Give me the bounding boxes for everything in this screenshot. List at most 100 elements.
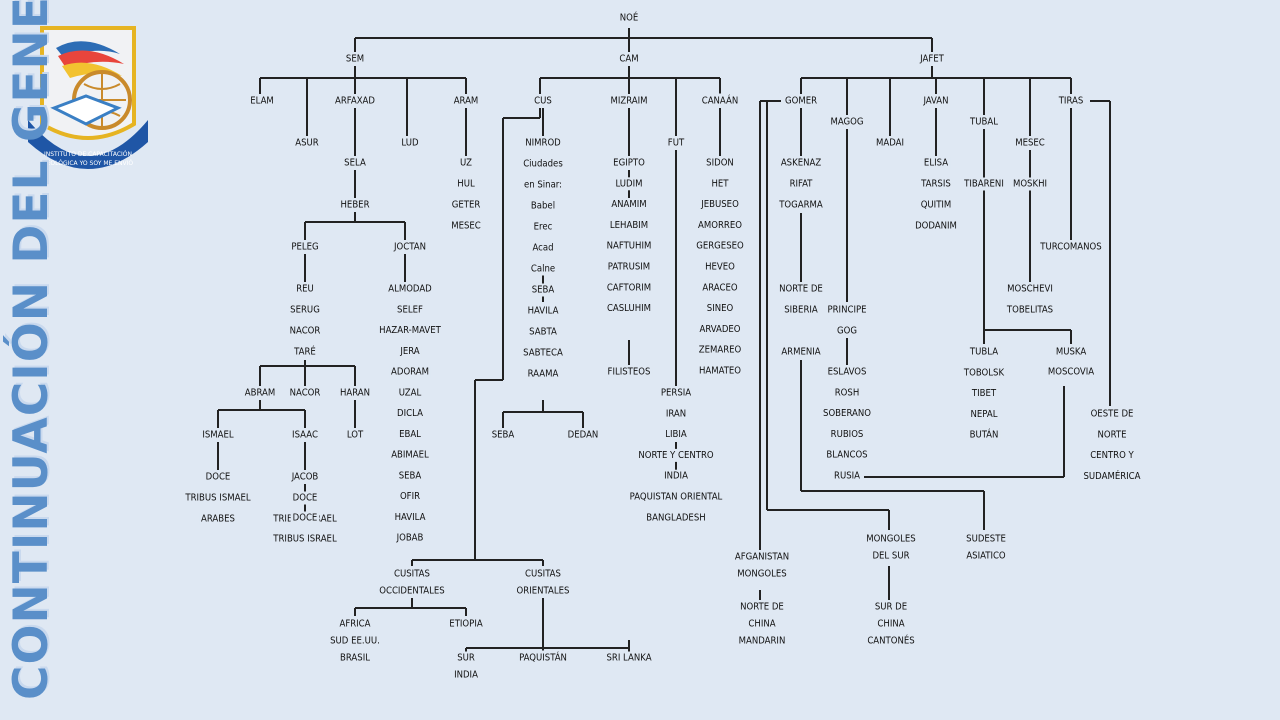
tree-node-label: TIBARENI [963, 179, 1004, 190]
label-bg [377, 324, 444, 337]
tree-node-label: SIBERIA [784, 305, 818, 316]
label-bg [290, 511, 320, 525]
label-bg [663, 428, 689, 442]
label-bg [613, 177, 645, 191]
label-bg [604, 239, 654, 253]
label-bg [489, 428, 517, 442]
label-bg [662, 469, 691, 483]
label-bg [288, 470, 321, 484]
tree-node-label: HET [711, 178, 729, 189]
label-bg [397, 490, 423, 503]
tree-node-label: Ciudades [523, 159, 563, 170]
label-bg [337, 386, 373, 400]
label-bg [874, 136, 906, 150]
label-bg [337, 617, 373, 631]
tree-node-label: PERSIA [661, 388, 691, 399]
tree-node-label: ELISA [924, 158, 948, 169]
tree-node-label: TUBAL [969, 117, 998, 128]
institute-logo: INSTITUTO DE CAPACITACIÓN TEOLÓGICA YO S… [24, 24, 152, 180]
label-bg [377, 584, 447, 598]
tree-node-label: JEBUSEO [700, 199, 739, 210]
label-bg [696, 343, 744, 357]
tree-node-label: HAVILA [528, 306, 559, 317]
label-bg [605, 365, 653, 379]
label-bg [960, 366, 1007, 380]
tree-node-label: LUDIM [615, 178, 642, 189]
tree-node-label: MESEC [1015, 138, 1045, 149]
tree-node-label: CUSITAS [525, 569, 561, 580]
label-bg [864, 532, 918, 546]
label-bg [746, 617, 778, 631]
label-bg [663, 407, 689, 421]
label-bg [242, 386, 278, 400]
tree-node-label: AFGANISTAN [735, 552, 789, 563]
tree-node-label: RUSIA [834, 471, 860, 482]
label-bg [293, 136, 321, 150]
label-bg [824, 448, 870, 462]
label-bg [514, 584, 572, 598]
label-bg [338, 198, 372, 212]
tree-node-label: NACOR [290, 326, 321, 337]
tree-node-label: ALMODAD [388, 284, 432, 295]
tree-node-label: ISMAEL [202, 430, 234, 441]
tree-node-label: SABTA [529, 327, 557, 338]
label-bg [825, 365, 869, 379]
label-bg [920, 94, 951, 108]
tree-node-label: NORTE DE [779, 284, 823, 295]
tree-node-label: TIRAS [1058, 96, 1084, 107]
tree-node-label: NACOR [290, 388, 321, 399]
label-bg [1095, 428, 1129, 442]
tree-node-label: SEBA [492, 430, 515, 441]
label-bg [865, 633, 917, 648]
tree-node-label: LEHABIM [610, 220, 648, 231]
label-bg [604, 302, 654, 316]
label-bg [452, 668, 481, 682]
tree-node-label: RAAMA [528, 369, 559, 380]
tree-node-label: SUD EE.UU. [330, 636, 380, 647]
tree-node-label: PRINCIPE [827, 305, 866, 316]
tree-node-label: MOSKHI [1013, 179, 1047, 190]
label-bg [787, 177, 816, 191]
tree-node-label: DEL SUR [872, 551, 909, 562]
label-bg [736, 634, 788, 648]
tree-node-label: JAVAN [922, 96, 948, 107]
label-bg [392, 510, 428, 524]
label-bg [704, 156, 736, 170]
label-bg [396, 386, 424, 400]
tree-node-label: ARVADEO [699, 324, 740, 335]
label-bg [665, 136, 687, 150]
tree-node-label: OFIR [400, 491, 420, 502]
tree-node-label: GETER [452, 200, 481, 211]
tree-node-label: UZ [460, 158, 472, 169]
tree-node-label: DICLA [397, 408, 423, 419]
label-bg [288, 303, 322, 317]
label-bg [918, 177, 953, 191]
root-node-noe: NOÉ [620, 12, 639, 24]
label-bg [968, 407, 1000, 421]
label-bg [1088, 449, 1137, 463]
tree-node-label: ASUR [295, 138, 319, 149]
label-bg [875, 617, 907, 631]
tree-node-label: SELA [344, 158, 366, 169]
label-bg [968, 387, 999, 401]
label-bg [527, 325, 559, 339]
tree-node-label: ZEMAREO [699, 345, 742, 356]
tree-node-label: TURCOMANOS [1039, 242, 1101, 253]
label-bg [392, 567, 432, 581]
label-bg [291, 344, 318, 359]
label-bg [1081, 468, 1143, 483]
tree-node-label: CHINA [748, 619, 775, 630]
label-bg [396, 469, 424, 483]
label-bg [523, 567, 563, 581]
tree-node-label: PAQUISTAN ORIENTAL [630, 492, 723, 503]
tree-node-label: ABIMAEL [391, 450, 429, 461]
label-bg [617, 52, 641, 66]
tree-node-label: INDIA [664, 471, 688, 482]
label-bg [517, 650, 569, 665]
label-bg [821, 407, 874, 421]
label-bg [617, 10, 641, 25]
label-bg [967, 427, 1001, 442]
label-bg [342, 156, 368, 170]
tree-node-label: DODANIM [915, 221, 957, 232]
